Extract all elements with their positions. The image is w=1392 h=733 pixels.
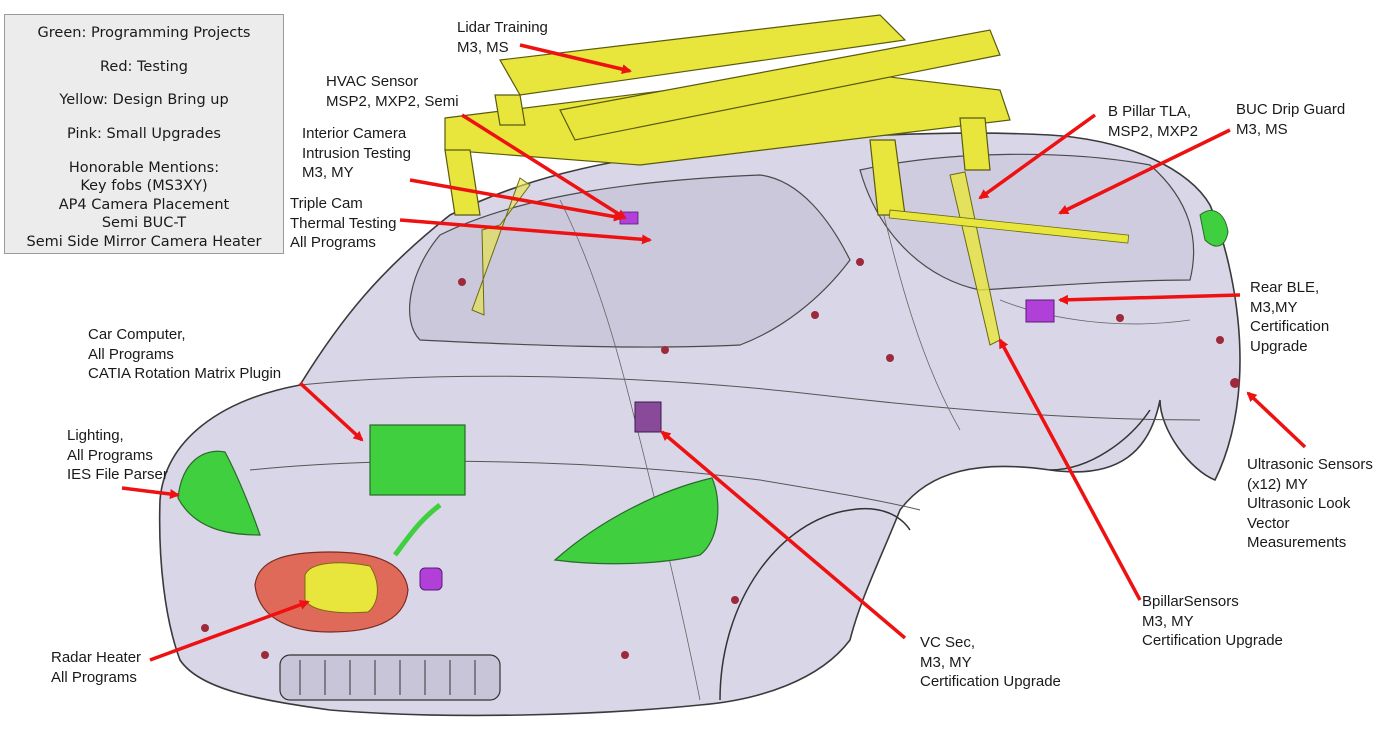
callout-line: Ultrasonic Look <box>1247 495 1351 512</box>
a-pillar-piece <box>471 177 531 316</box>
callout-ultrasonic-sensors: Ultrasonic Sensors (x12) MY Ultrasonic L… <box>1247 455 1373 553</box>
vc-sec-module <box>634 401 662 433</box>
callout-line: Lidar Training <box>457 19 548 36</box>
front-wheel-arch <box>719 508 911 701</box>
callout-line: M3, MS <box>1236 120 1288 138</box>
lidar-rack <box>444 14 1011 216</box>
right-headlight <box>553 477 719 565</box>
callout-lighting: Lighting, All Programs IES File Parser <box>67 426 168 485</box>
callout-line: Interior Camera <box>302 125 407 142</box>
body-line <box>249 460 921 511</box>
callout-line: Rear BLE, <box>1250 279 1320 296</box>
callout-line: BUC Drip Guard <box>1236 101 1346 118</box>
body-line <box>559 199 701 701</box>
left-headlight <box>177 450 261 536</box>
legend-box: Green: Programming Projects Red: Testing… <box>4 14 284 254</box>
body-line <box>879 199 961 431</box>
rear-taillight <box>1199 210 1229 247</box>
legend-line: Yellow: Design Bring up <box>59 92 229 108</box>
callout-line: All Programs <box>88 345 174 363</box>
callout-line: Thermal Testing <box>290 214 397 232</box>
body-line <box>299 375 1201 421</box>
callout-line: Intrusion Testing <box>302 144 411 162</box>
radar-connector <box>419 567 443 591</box>
callout-line: IES File Parser <box>67 466 168 483</box>
grille-slats <box>299 660 476 695</box>
callout-rear-ble: Rear BLE, M3,MY Certification Upgrade <box>1250 278 1329 356</box>
callout-car-computer: Car Computer, All Programs CATIA Rotatio… <box>88 325 281 384</box>
callout-buc-drip-guard: BUC Drip Guard M3, MS <box>1236 100 1345 139</box>
drip-guard-strip <box>888 209 1130 244</box>
callout-lidar-training: Lidar Training M3, MS <box>457 18 548 57</box>
callout-line: Measurements <box>1247 534 1347 551</box>
callout-line: M3, MY <box>302 164 354 181</box>
callout-line: Triple Cam <box>290 195 363 212</box>
legend-line: Key fobs (MS3XY) <box>80 178 208 194</box>
callout-interior-camera: Interior Camera Intrusion Testing M3, MY <box>302 124 411 183</box>
callout-arrows <box>121 43 1307 662</box>
callout-line: B Pillar TLA, <box>1108 103 1192 120</box>
callout-radar-heater: Radar Heater All Programs <box>51 648 141 687</box>
callout-b-pillar-tla: B Pillar TLA, MSP2, MXP2 <box>1108 102 1198 141</box>
callout-line: Car Computer, <box>88 326 186 343</box>
callout-line: All Programs <box>290 234 376 251</box>
legend-line: Red: Testing <box>99 59 189 75</box>
callout-line: Certification <box>1250 318 1330 335</box>
callout-line: Ultrasonic Sensors <box>1247 456 1373 473</box>
callout-line: VC Sec, <box>920 634 976 651</box>
callout-line: M3,MY <box>1250 298 1298 316</box>
legend-line: Semi BUC-T <box>101 215 187 231</box>
computer-cable <box>392 503 442 557</box>
callout-line: M3, MY <box>920 653 972 671</box>
ultrasonic-sensor-dots <box>201 258 1240 659</box>
callout-line: (x12) MY <box>1247 475 1308 493</box>
body-line <box>999 299 1191 325</box>
rear-wheel-arch <box>1049 409 1151 471</box>
callout-line: MSP2, MXP2, Semi <box>326 92 459 110</box>
callout-line: Certification Upgrade <box>1142 632 1283 649</box>
callout-line: Upgrade <box>1250 337 1308 355</box>
callout-line: CATIA Rotation Matrix Plugin <box>88 365 282 382</box>
legend-line: AP4 Camera Placement <box>58 197 230 213</box>
legend-line: Pink: Small Upgrades <box>67 126 221 142</box>
radar-heater-core <box>304 562 378 614</box>
callout-line: M3, MY <box>1142 612 1194 630</box>
callout-line: M3, MS <box>457 38 509 56</box>
lower-grille <box>279 654 501 701</box>
callout-line: Vector <box>1247 514 1290 532</box>
callout-line: Lighting, <box>67 427 124 444</box>
legend-line: Honorable Mentions: <box>68 160 220 176</box>
callout-line: MSP2, MXP2 <box>1108 122 1199 140</box>
callout-line: Radar Heater <box>51 649 142 666</box>
callout-line: All Programs <box>67 446 153 464</box>
windshield <box>409 174 851 348</box>
callout-line: Certification Upgrade <box>920 673 1061 690</box>
callout-line: BpillarSensors <box>1142 593 1239 610</box>
rear-ble-module <box>1025 299 1055 323</box>
legend-line: Semi Side Mirror Camera Heater <box>26 234 262 250</box>
legend-line: Green: Programming Projects <box>37 25 251 41</box>
callout-line: HVAC Sensor <box>326 73 419 90</box>
callout-line: All Programs <box>51 668 137 686</box>
callout-triple-cam: Triple Cam Thermal Testing All Programs <box>290 194 396 253</box>
callout-hvac-sensor: HVAC Sensor MSP2, MXP2, Semi <box>326 72 459 111</box>
callout-vc-sec: VC Sec, M3, MY Certification Upgrade <box>920 633 1061 692</box>
callout-bpillar-sensors: BpillarSensors M3, MY Certification Upgr… <box>1142 592 1283 651</box>
car-computer <box>369 424 466 496</box>
